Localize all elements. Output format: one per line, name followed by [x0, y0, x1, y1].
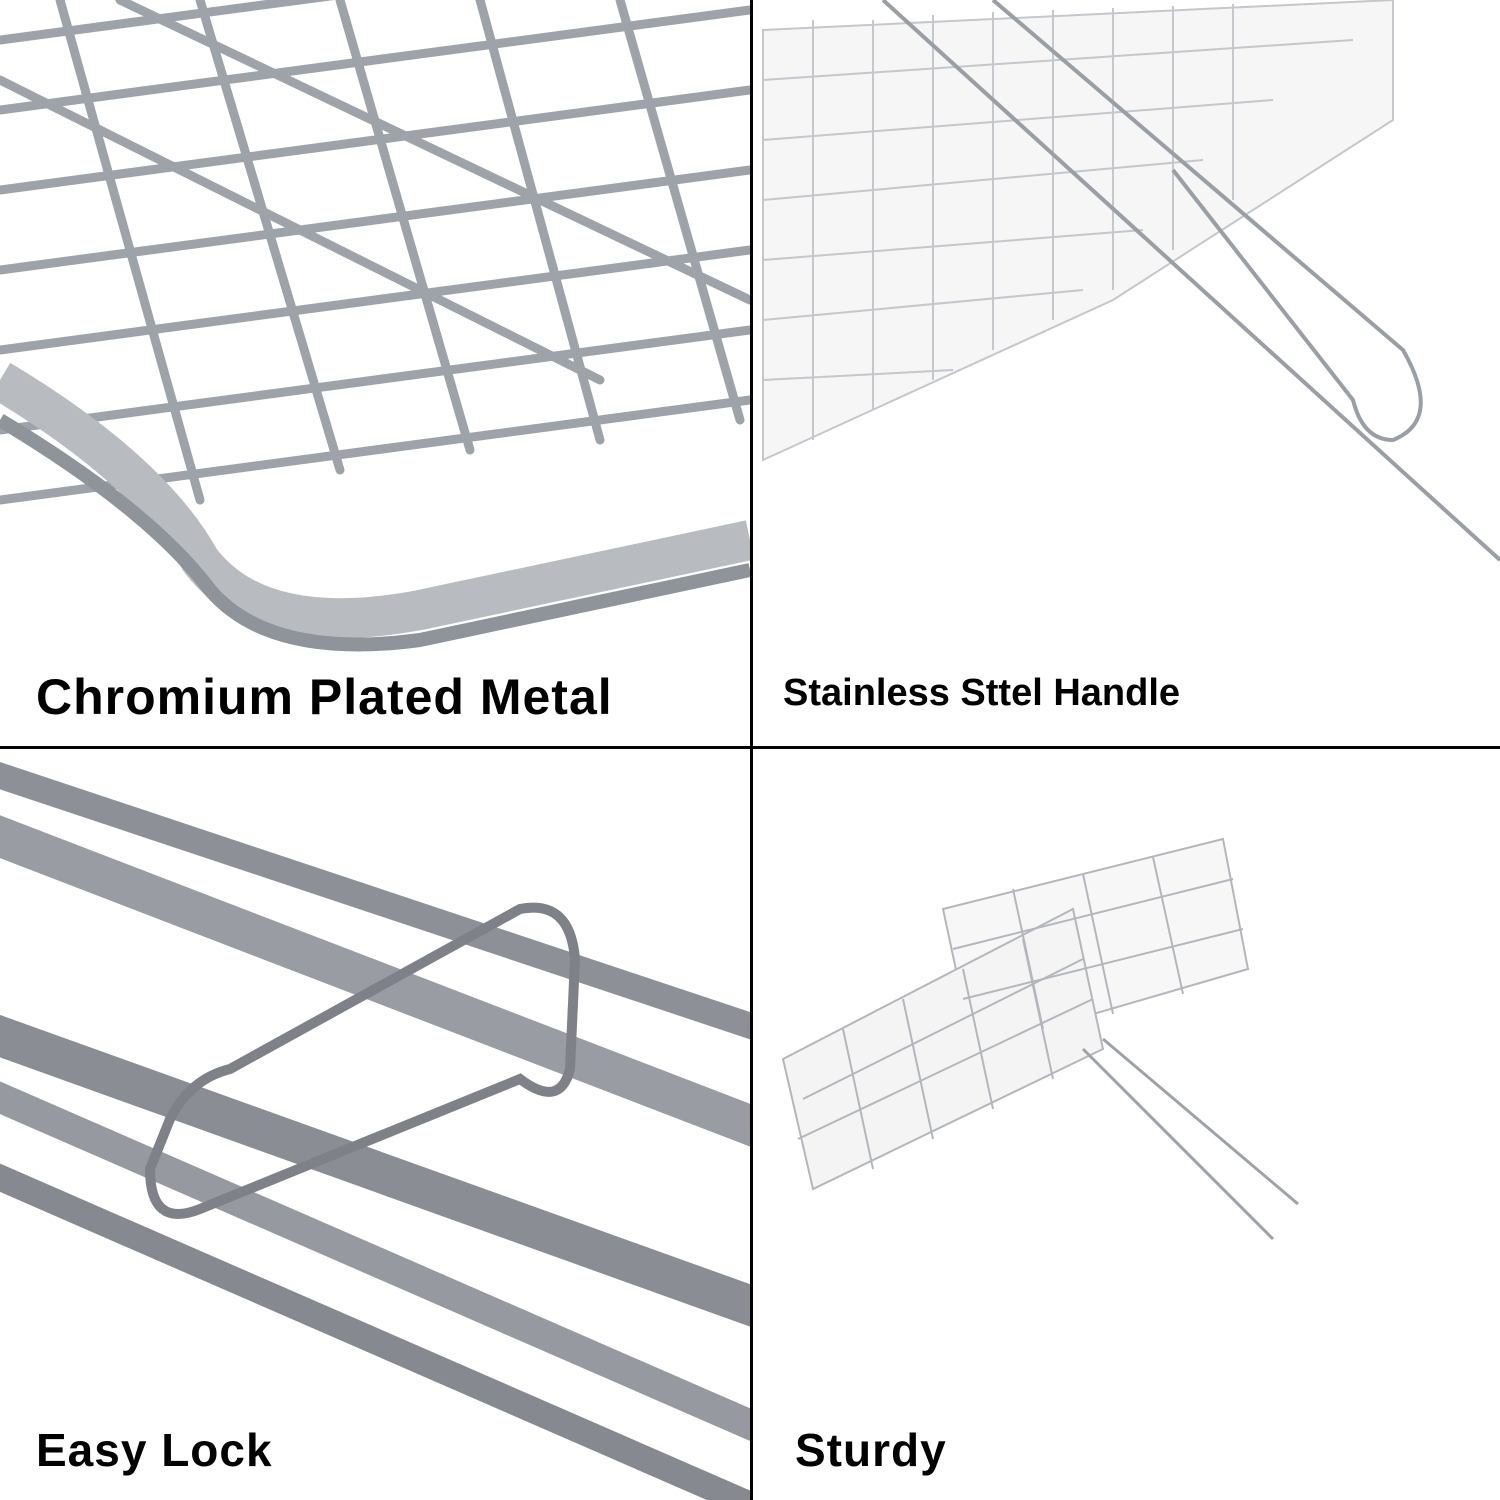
- caption-sturdy: Sturdy: [795, 1424, 947, 1476]
- lock-clip-closeup-image: [0, 761, 750, 1500]
- vertical-divider: [750, 0, 753, 1500]
- wire-grid-closeup-image: [0, 0, 750, 652]
- horizontal-divider: [0, 746, 1500, 749]
- panel-easy-lock: Easy Lock: [0, 749, 750, 1500]
- full-grill-basket-image: [781, 837, 1299, 1241]
- caption-chromium-plated-metal: Chromium Plated Metal: [36, 669, 613, 725]
- panel-sturdy: Sturdy: [753, 749, 1500, 1500]
- grill-handle-image: [762, 0, 1500, 562]
- caption-easy-lock: Easy Lock: [36, 1424, 273, 1476]
- panel-chromium-plated-metal: Chromium Plated Metal: [0, 0, 750, 746]
- panel-stainless-steel-handle: Stainless Sttel Handle: [753, 0, 1500, 746]
- caption-stainless-steel-handle: Stainless Sttel Handle: [783, 672, 1181, 714]
